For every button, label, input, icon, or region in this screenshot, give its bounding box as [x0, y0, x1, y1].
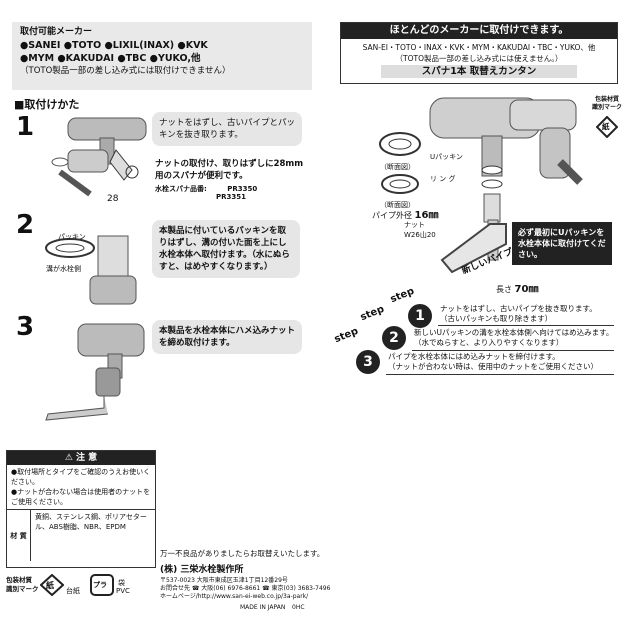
right-step-3-text: パイプを水栓本体にはめ込みナットを締付けます。 [388, 352, 560, 361]
material-row: 材 質 黄銅、ステンレス鋼、ポリアセタール、ABS樹脂、NBR、EPDM [7, 509, 155, 561]
right-header-band: スパナ1本 取替えカンタン [381, 65, 577, 78]
nut-label: ナット [404, 221, 425, 229]
spanner-model-caption: 水栓スパナ品番: [155, 185, 207, 193]
right-recycle-label-1: 包装材質 [595, 96, 620, 103]
base-label: 台紙 [66, 587, 80, 595]
right-step-divider-1 [438, 325, 614, 326]
faucet-body-illustration [429, 97, 583, 185]
caution-item-1: ●取付場所とタイプをご確認のうえお使いください。 [11, 468, 151, 486]
paper-recycle-icon [40, 574, 64, 596]
left-step-3-text: 本製品を水栓本体にハメ込みナットを締め取付けます。 [159, 326, 296, 348]
pvc-label: PVC [116, 587, 130, 595]
length-row: 長さ 70㎜ [496, 280, 538, 295]
paper-mark-text: 紙 [46, 581, 54, 590]
right-step-1: ナットをはずし、古いパイプを抜き取ります。 （古いパッキンも取り除きます） [440, 304, 615, 324]
makers-heading: 取付可能メーカー [20, 27, 93, 37]
left-step-1-number: 1 [16, 112, 35, 142]
right-header-makers: SAN-EI・TOTO・INAX・KVK・MYM・KAKUDAI・TBC・YUK… [362, 43, 596, 52]
right-recycle-label-2: 識別マーク [592, 104, 623, 111]
step-word-3: step [388, 285, 416, 306]
install-section-title: ■取付けかた [14, 98, 80, 111]
right-paper-mark-text: 紙 [602, 122, 610, 131]
step-word-1: step [332, 325, 360, 346]
company-address: 〒537-0023 大阪市東成区玉津1丁目12番29号 [160, 577, 288, 584]
packing-label: パッキン [58, 233, 86, 241]
right-step-3: パイプを水栓本体にはめ込みナットを締付けます。 （ナットが合わない時は、使用中の… [388, 352, 614, 372]
right-recycle-label: 包装材質 識別マーク [592, 96, 622, 112]
warning-icon: ⚠ [64, 453, 73, 463]
right-step-2: 新しいUパッキンの溝を水栓本体側へ向けてはめ込みます。 （水でぬらすと、より入り… [414, 328, 614, 348]
caution-box: ⚠ 注 意 ●取付場所とタイプをご確認のうえお使いください。 ●ナットが合わない… [6, 450, 156, 568]
right-header-box: ほとんどのメーカーに取付けできます。 SAN-EI・TOTO・INAX・KVK・… [340, 22, 618, 84]
right-step-divider-3 [386, 374, 614, 375]
u-packing-cross-section [379, 132, 421, 156]
warranty-text: 万一不良品がありましたらお取替えいたします。 [160, 549, 325, 558]
left-step-2-number: 2 [16, 210, 35, 240]
right-step-1-text: ナットをはずし、古いパイプを抜き取ります。 [440, 304, 597, 313]
ring-label: リ ン グ [430, 175, 456, 183]
left-step-3-bubble: 本製品を水栓本体にハメ込みナットを締め取付けます。 [152, 320, 302, 354]
groove-label: 溝が水栓側 [46, 265, 81, 273]
nut-spec: W26山20 [404, 231, 436, 239]
right-step-3-sub: （ナットが合わない時は、使用中のナットをご使用ください） [388, 362, 598, 371]
pipe-od-row: パイプ外径 16㎜ [372, 206, 438, 221]
cross-section-label-2: （断面図） [380, 201, 415, 209]
right-step-2-number: 2 [382, 326, 406, 350]
pipe-od-value: 16㎜ [414, 210, 439, 221]
makers-line-2: ●MYM ●KAKUDAI ●TBC ●YUKO,他 [20, 53, 201, 64]
caution-item-2: ●ナットが合わない場合は使用者のナットをご使用ください。 [11, 488, 151, 506]
packing-first-note: 必ず最初にUパッキンを水栓本体に取付けてください。 [512, 222, 612, 265]
makers-line-3: （TOTO製品一部の差し込み式には取付けできません） [20, 66, 231, 76]
spanner-size-label: 28 [107, 194, 119, 204]
left-step-2-bubble: 本製品に付いているパッキンを取りはずし、溝の付いた面を上にし水栓本体へ取付けます… [152, 220, 300, 278]
ring-cross-section [381, 174, 419, 194]
step-word-2: step [358, 303, 386, 324]
right-step-1-number: 1 [408, 304, 432, 328]
length-label: 長さ [496, 285, 512, 294]
recycle-label-2: 識別マーク [6, 585, 39, 593]
right-step-2-sub: （水でぬらすと、より入りやすくなります） [414, 338, 564, 347]
material-list: 黄銅、ステンレス鋼、ポリアセタール、ABS樹脂、NBR、EPDM [35, 513, 147, 531]
makers-line-1: ●SANEI ●TOTO ●LIXIL(INAX) ●KVK [20, 40, 208, 51]
right-paper-recycle-icon [596, 116, 618, 138]
pipe-od-label: パイプ外径 [372, 211, 412, 220]
recycle-label-1: 包装材質 [6, 576, 32, 584]
product-code: 0HC [292, 604, 305, 611]
left-step-3-number: 3 [16, 312, 35, 342]
made-in-japan: MADE IN JAPAN [240, 604, 286, 611]
faucet-illustration-3 [45, 323, 145, 421]
cross-section-label-1: （断面図） [380, 163, 415, 171]
caution-title: ⚠ 注 意 [7, 451, 155, 465]
right-step-divider-2 [412, 350, 614, 351]
u-packing-label: Uパッキン [430, 153, 463, 161]
spanner-model-1: PR3350 [227, 185, 258, 193]
material-label: 材 質 [7, 510, 31, 561]
right-step-1-sub: （古いパッキンも取り除きます） [440, 314, 553, 323]
caution-items: ●取付場所とタイプをご確認のうえお使いください。 ●ナットが合わない場合は使用者… [7, 465, 155, 509]
right-step-3-number: 3 [356, 350, 380, 374]
company-phone: お問合せ先 ☎ 大阪(06) 6976-8661 ☎ 東京(03) 3683-7… [160, 585, 331, 592]
caution-title-text: 注 意 [76, 453, 98, 463]
recycle-label: 包装材質 識別マーク [6, 576, 39, 594]
spanner-model-label: 水栓スパナ品番: PR3350 [155, 184, 257, 194]
left-step-1-bubble: ナットをはずし、古いパイプとパッキンを抜き取ります。 [152, 112, 302, 146]
bag-label: 袋 [118, 579, 125, 587]
plastic-recycle-icon [90, 574, 114, 596]
left-step-1-text: ナットをはずし、古いパイプとパッキンを抜き取ります。 [159, 118, 296, 140]
faucet-illustration-1 [51, 117, 147, 197]
right-header-title: ほとんどのメーカーに取付けできます。 [341, 23, 617, 39]
right-header-note: （TOTO製品一部の差し込み式には使えません。） [395, 54, 563, 63]
company-name: (株) 三栄水栓製作所 [160, 565, 244, 575]
spanner-model-2: PR3351 [216, 193, 247, 201]
company-web: ホームページ/http://www.san-ei-web.co.jp/3a-pa… [160, 593, 309, 600]
left-step-1-note: ナットの取付け、取りはずしに28mm用のスパナが便利です。 [155, 159, 304, 181]
right-step-2-text: 新しいUパッキンの溝を水栓本体側へ向けてはめ込みます。 [414, 328, 614, 337]
new-pipe-illustration [440, 223, 507, 274]
length-value: 70㎜ [514, 284, 539, 295]
left-step-2-text: 本製品に付いているパッキンを取りはずし、溝の付いた面を上にし水栓本体へ取付けます… [159, 226, 290, 272]
packing-illustration [45, 235, 137, 305]
plastic-mark-text: プラ [93, 581, 107, 589]
compatible-makers-box: 取付可能メーカー ●SANEI ●TOTO ●LIXIL(INAX) ●KVK … [12, 22, 312, 90]
